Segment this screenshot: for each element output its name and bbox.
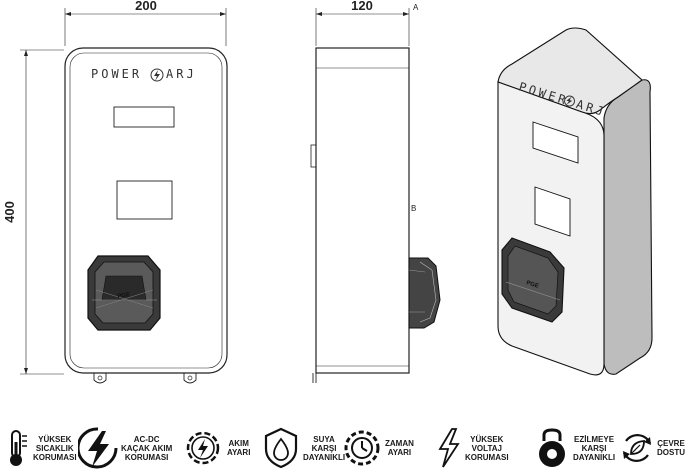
lightning-bolt-icon — [78, 427, 118, 469]
svg-text:ARJ: ARJ — [166, 67, 197, 81]
feature-bar: YÜKSEK SICAKLIK KORUMASI AC-DC KAÇAK AKI… — [0, 420, 685, 474]
feature-eco-friendly: ÇEVRE DOSTU — [620, 426, 685, 470]
kettlebell-icon — [539, 428, 565, 467]
water-drop-shield-icon — [264, 427, 298, 469]
feature-current-setting: AKIM AYARI — [182, 426, 250, 470]
marker-a: A — [413, 3, 419, 12]
side-view — [310, 8, 441, 383]
height-dimension: 400 — [2, 201, 17, 223]
svg-text:POWER: POWER — [91, 67, 142, 81]
bolt-logo-icon — [150, 68, 164, 82]
feature-ac-dc-leakage-protection: AC-DC KAÇAK AKIM KORUMASI — [78, 426, 172, 470]
side-socket — [408, 257, 441, 329]
gear-bolt-icon — [186, 431, 220, 465]
gear-clock-icon — [344, 430, 380, 466]
front-brand: POWER ARJ — [91, 67, 197, 82]
isometric-socket-label: PGE — [525, 280, 539, 290]
feature-time-setting: ZAMAN AYARI — [342, 426, 414, 470]
leaf-recycle-icon — [623, 434, 651, 462]
front-view — [20, 8, 228, 384]
thermometer-icon — [10, 430, 27, 466]
bolt-logo-iso-icon — [564, 95, 576, 107]
width-dimension: 200 — [135, 0, 157, 13]
feature-high-temp-protection: YÜKSEK SICAKLIK KORUMASI — [2, 426, 77, 470]
high-voltage-icon — [438, 428, 460, 468]
feature-water-resistant: SUYA KARŞI DAYANIKLI — [262, 426, 345, 470]
isometric-view — [497, 27, 653, 376]
technical-drawing: 200 400 POWER ARJ PGE 120 A B — [2, 0, 653, 384]
front-socket — [87, 255, 161, 331]
feature-high-voltage-protection: YÜKSEK VOLTAJ KORUMASI — [436, 426, 509, 470]
feature-crush-resistant: EZİLMEYE KARŞI DAYANIKLI — [534, 426, 615, 470]
isometric-socket — [501, 237, 565, 323]
front-socket-label: PGE — [117, 292, 130, 300]
depth-dimension: 120 — [351, 0, 373, 13]
marker-b: B — [411, 204, 416, 213]
